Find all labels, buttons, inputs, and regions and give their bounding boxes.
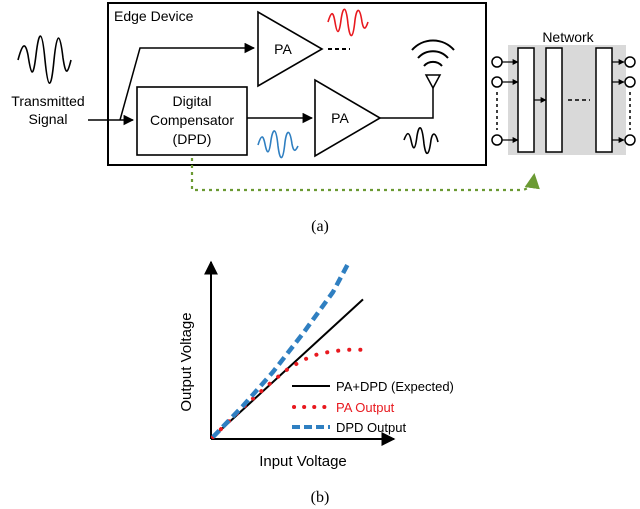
legend: PA+DPD (Expected) PA Output DPD Output bbox=[292, 379, 454, 435]
series-dpd-output-line bbox=[211, 262, 350, 439]
network-input-node bbox=[491, 76, 503, 88]
dpd-label-line3: (DPD) bbox=[173, 131, 212, 147]
network-input-node bbox=[491, 56, 503, 68]
pa-to-antenna-line bbox=[380, 88, 434, 119]
diagram-a: Transmitted Signal Edge Device PA Digita… bbox=[11, 2, 636, 235]
pa-bottom-label: PA bbox=[331, 110, 349, 126]
input-label-line1: Transmitted bbox=[11, 93, 84, 109]
pa-top-label: PA bbox=[274, 41, 292, 57]
network-output-node bbox=[624, 76, 636, 88]
chart-b: PA+DPD (Expected) PA Output DPD Output I… bbox=[178, 260, 454, 506]
input-label-line2: Signal bbox=[29, 111, 68, 127]
predistorted-wave bbox=[257, 130, 299, 159]
distorted-wave bbox=[327, 8, 369, 37]
network-layer-3 bbox=[595, 47, 613, 153]
dpd-label-line2: Compensator bbox=[150, 112, 234, 128]
dpd-label-line1: Digital bbox=[173, 93, 212, 109]
transmitted-signal-wave bbox=[17, 35, 72, 84]
network-input-node bbox=[491, 134, 503, 146]
bypass-path bbox=[119, 42, 256, 121]
pa-top-amplifier bbox=[257, 10, 324, 88]
caption-b: (b) bbox=[311, 489, 330, 506]
feedback-arrow bbox=[190, 158, 540, 192]
y-axis-label: Output Voltage bbox=[178, 312, 195, 411]
network-title: Network bbox=[542, 29, 594, 45]
legend-label-expected: PA+DPD (Expected) bbox=[336, 379, 454, 394]
network-layer-1 bbox=[517, 47, 535, 153]
legend-label-pa: PA Output bbox=[336, 400, 395, 415]
network-output-node bbox=[624, 56, 636, 68]
network-output-node bbox=[624, 134, 636, 146]
edge-device-box bbox=[107, 2, 487, 166]
antenna-icon bbox=[424, 74, 442, 90]
network-layer-2 bbox=[545, 47, 563, 153]
series-layer bbox=[211, 262, 365, 439]
output-wave bbox=[403, 127, 439, 155]
series-pa-output-line bbox=[211, 347, 365, 439]
pa-bottom-amplifier bbox=[314, 78, 382, 158]
edge-device-title: Edge Device bbox=[114, 8, 194, 24]
legend-label-dpd: DPD Output bbox=[336, 420, 406, 435]
radio-waves-icon bbox=[411, 39, 455, 67]
dpd-block bbox=[136, 86, 248, 156]
x-axis-label: Input Voltage bbox=[259, 453, 347, 470]
caption-a: (a) bbox=[311, 218, 329, 235]
